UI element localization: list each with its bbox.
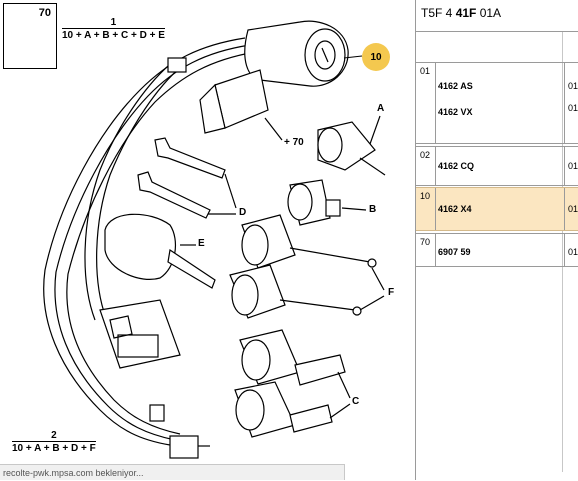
harness-wire-5 bbox=[96, 65, 183, 319]
callout-10[interactable]: 10 bbox=[362, 43, 390, 71]
part-label-f: F bbox=[388, 287, 395, 298]
part-ref[interactable]: 4162 VX bbox=[438, 107, 473, 117]
part-label-c: C bbox=[352, 396, 360, 407]
header-code: 41F bbox=[455, 6, 477, 20]
formula-top-expr: 10 + A + B + C + D + E bbox=[62, 28, 165, 41]
blank-key-2 bbox=[137, 171, 211, 219]
harness-wire-3 bbox=[66, 51, 256, 435]
row-index: 02 bbox=[416, 147, 436, 185]
row-index: 70 bbox=[416, 234, 436, 266]
formula-bottom-expr: 10 + A + B + D + F bbox=[12, 441, 96, 454]
remote-key-blade bbox=[167, 248, 216, 289]
harness-plug bbox=[169, 435, 199, 459]
parts-row-02[interactable]: 02 4162 CQ 01 bbox=[416, 146, 578, 186]
header-prefix: T5F 4 bbox=[421, 6, 456, 20]
part-ref[interactable]: 4162 X4 bbox=[438, 204, 472, 214]
header-suffix: 01A bbox=[476, 6, 502, 20]
callout-70-label: 70 bbox=[292, 137, 304, 148]
connector-block bbox=[99, 299, 181, 369]
formula-bottom-label: 2 bbox=[51, 430, 57, 441]
browser-status-bar: recolte-pwk.mpsa.com bekleniyor... bbox=[0, 464, 345, 480]
parts-row-10[interactable]: 10 4162 X4 01 bbox=[416, 187, 578, 231]
inset-number: 70 bbox=[38, 7, 51, 19]
part-qty: 01 bbox=[564, 147, 578, 185]
part-qty: 01 bbox=[564, 188, 578, 230]
part-label-e: E bbox=[198, 238, 205, 249]
part-label-b: B bbox=[369, 204, 377, 215]
callout-10-label: 10 bbox=[370, 51, 382, 63]
inset-bolt-detail: 70 bbox=[3, 3, 57, 69]
part-ref[interactable]: 4162 AS bbox=[438, 81, 473, 91]
formula-top: 1 10 + A + B + C + D + E bbox=[62, 17, 165, 41]
part-ref[interactable]: 6907 59 bbox=[438, 247, 471, 257]
part-label-a: A bbox=[377, 103, 385, 114]
part-label-d: D bbox=[239, 207, 247, 218]
callout-10-leader bbox=[343, 55, 363, 59]
harness-clip-bottom bbox=[149, 404, 165, 422]
parts-panel-header: T5F 4 41F 01A bbox=[416, 0, 578, 32]
exploded-parts-diagram: 70 1 10 + A + B + C + D + E 2 10 + A + B… bbox=[0, 0, 416, 480]
part-qty: 01 bbox=[564, 234, 578, 266]
part-ref[interactable]: 4162 CQ bbox=[438, 161, 475, 171]
qty-column-divider bbox=[562, 32, 563, 472]
ignition-lock-barrel bbox=[314, 40, 336, 70]
screw-leader bbox=[264, 117, 283, 141]
formula-top-label: 1 bbox=[110, 17, 117, 28]
diagram-drawing bbox=[11, 20, 386, 459]
harness-wire-2 bbox=[54, 44, 251, 441]
blank-key-1 bbox=[154, 137, 226, 179]
formula-bottom: 2 10 + A + B + D + F bbox=[12, 430, 96, 454]
harness-clip-top bbox=[167, 57, 187, 73]
row-index: 01 bbox=[416, 63, 436, 143]
parts-row-70[interactable]: 70 6907 59 01 bbox=[416, 233, 578, 267]
row-index: 10 bbox=[416, 188, 436, 230]
remote-key-head bbox=[104, 213, 177, 280]
harness-wire-4 bbox=[84, 59, 176, 321]
callout-70: + 70 bbox=[284, 137, 304, 148]
